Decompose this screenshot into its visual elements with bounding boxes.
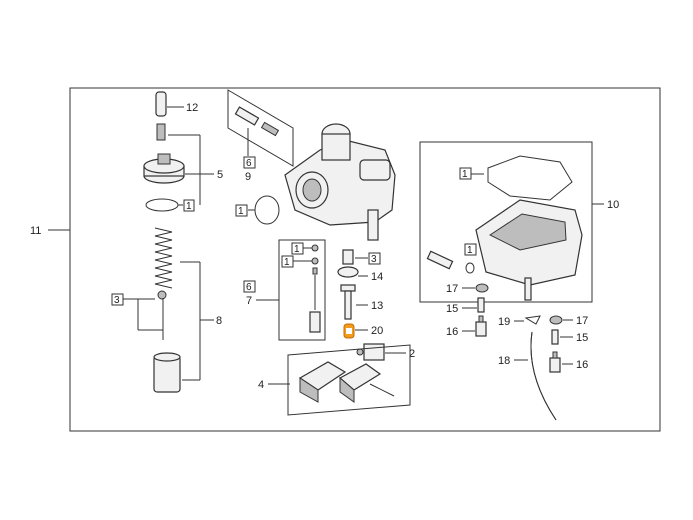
part-16-drain-bolt-a[interactable] bbox=[475, 315, 487, 337]
carburetor-body[interactable] bbox=[284, 123, 396, 241]
float-bowl[interactable] bbox=[475, 199, 583, 301]
callout-19: 19 bbox=[498, 316, 510, 328]
callout-6-boxed-a: 6 bbox=[246, 158, 252, 169]
part-15-screw-b[interactable] bbox=[551, 329, 559, 345]
callout-2: 2 bbox=[409, 348, 415, 360]
part-1-oring-intake[interactable] bbox=[254, 195, 280, 225]
callout-1-boxed-c: 1 bbox=[294, 244, 300, 255]
part-1-washer-left[interactable] bbox=[145, 198, 179, 212]
part-9-pilot-screw[interactable] bbox=[234, 106, 280, 137]
part-4-float[interactable] bbox=[298, 361, 395, 403]
part-throttle-valve[interactable] bbox=[153, 352, 181, 393]
callout-16-a: 16 bbox=[446, 326, 458, 338]
part-17-oring-b[interactable] bbox=[549, 315, 563, 325]
diagram-frame bbox=[69, 87, 661, 432]
callout-1-boxed-f: 1 bbox=[467, 245, 473, 256]
part-17-oring-a[interactable] bbox=[475, 283, 489, 293]
part-19-clip[interactable] bbox=[524, 315, 541, 325]
part-13-needle-jet[interactable] bbox=[340, 284, 356, 320]
part-5-throttle-cap[interactable] bbox=[143, 153, 185, 184]
bracket-10 bbox=[419, 141, 593, 303]
callout-8: 8 bbox=[216, 315, 222, 327]
part-needle-clip[interactable] bbox=[157, 290, 167, 340]
callout-9: 9 bbox=[245, 171, 251, 183]
callout-13: 13 bbox=[371, 300, 383, 312]
part-14-needle-jet-holder[interactable] bbox=[337, 249, 359, 278]
callout-17-a: 17 bbox=[446, 283, 458, 295]
callout-14: 14 bbox=[371, 271, 383, 283]
part-12-cap-screw[interactable] bbox=[155, 91, 167, 141]
bracket-6-7 bbox=[278, 239, 326, 341]
callout-1-boxed-b: 1 bbox=[238, 206, 244, 217]
callout-3-boxed-a: 3 bbox=[114, 295, 120, 306]
callout-16-b: 16 bbox=[576, 359, 588, 371]
bracket-4 bbox=[287, 344, 411, 416]
callout-11: 11 bbox=[30, 225, 41, 237]
callout-1-boxed-e: 1 bbox=[462, 169, 468, 180]
part-20-highlighted[interactable] bbox=[343, 323, 355, 339]
callout-15-b: 15 bbox=[576, 332, 588, 344]
callout-1-boxed-a: 1 bbox=[186, 201, 192, 212]
callout-6-boxed-b: 6 bbox=[246, 282, 252, 293]
callout-5: 5 bbox=[217, 169, 223, 181]
part-18-drain-tube[interactable] bbox=[530, 331, 557, 421]
callout-17-b: 17 bbox=[576, 315, 588, 327]
part-2-float-valve[interactable] bbox=[356, 343, 385, 361]
callout-15-a: 15 bbox=[446, 303, 458, 315]
callout-4: 4 bbox=[258, 379, 264, 391]
callout-12: 12 bbox=[186, 102, 198, 114]
callout-18: 18 bbox=[498, 355, 510, 367]
part-15-screw-a[interactable] bbox=[477, 297, 485, 313]
part-1-drain-screw[interactable] bbox=[426, 250, 475, 274]
part-16-drain-bolt-b[interactable] bbox=[549, 351, 561, 373]
part-1-float-bowl-gasket[interactable] bbox=[487, 155, 573, 201]
part-7-main-jet[interactable] bbox=[309, 244, 321, 333]
callout-20: 20 bbox=[371, 325, 383, 337]
callout-10: 10 bbox=[607, 199, 619, 211]
callout-3-boxed-b: 3 bbox=[371, 254, 377, 265]
callout-7: 7 bbox=[246, 295, 252, 307]
part-spring[interactable] bbox=[154, 227, 173, 289]
callout-1-boxed-d: 1 bbox=[284, 257, 290, 268]
